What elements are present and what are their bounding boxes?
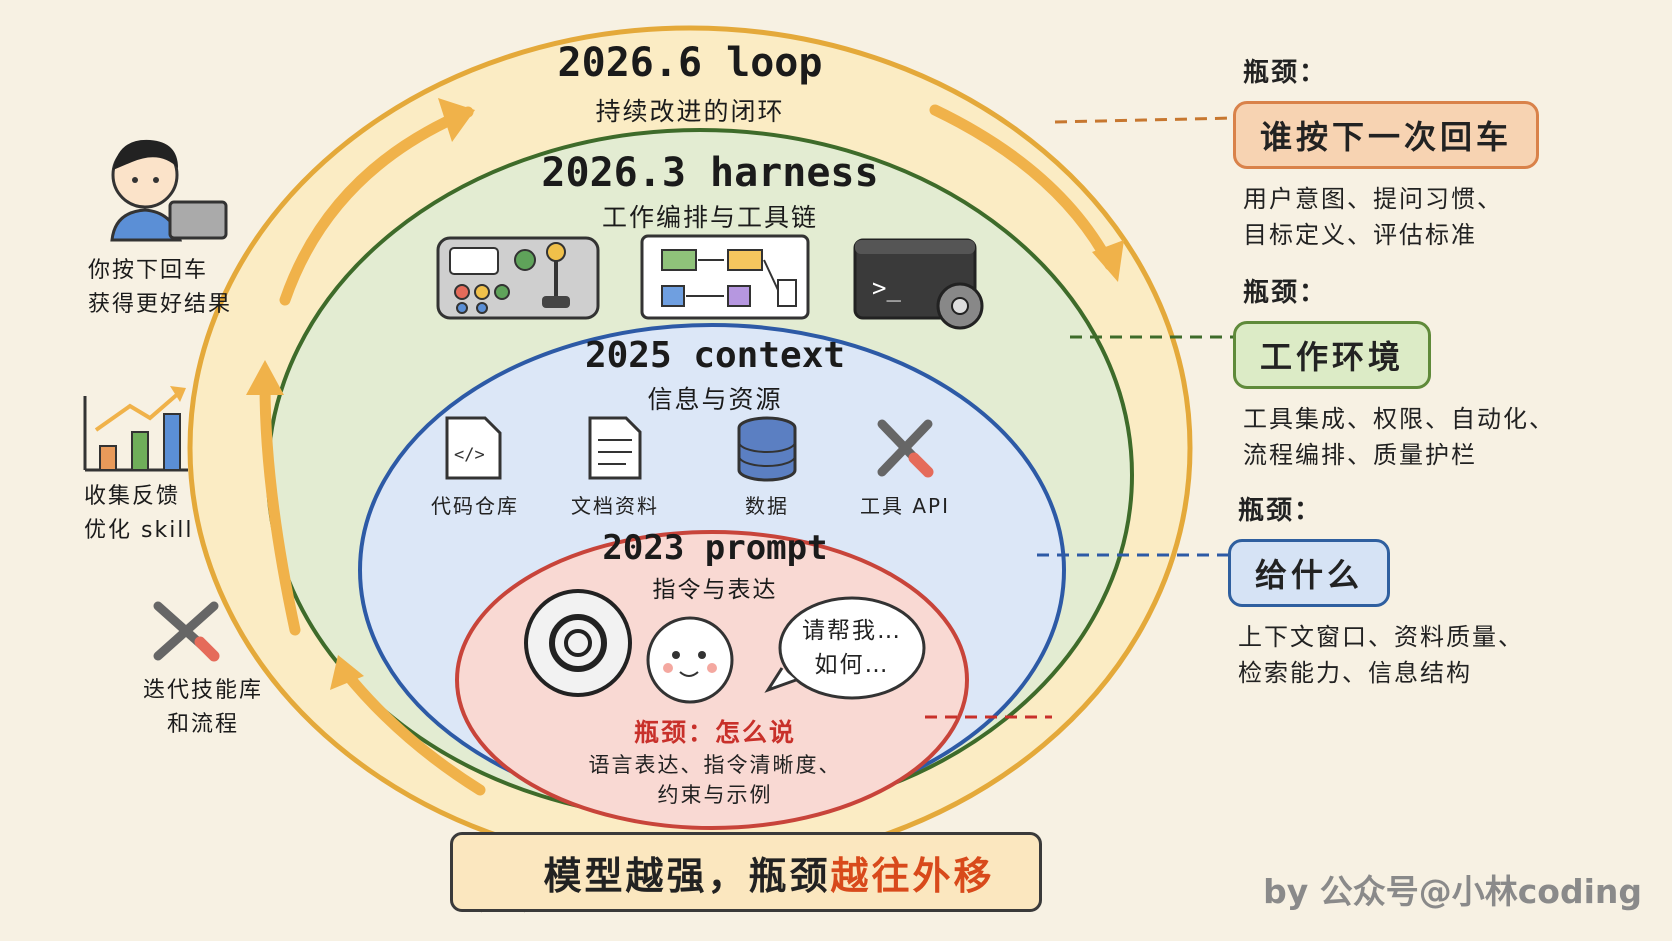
- tools-icon: [877, 419, 934, 478]
- loop-title: 2026.6 loop: [557, 40, 823, 86]
- tagline: 模型越强，瓶颈 越往外移: [450, 832, 1042, 912]
- bottleneck-harness-desc-2: 流程编排、质量护栏: [1243, 441, 1477, 469]
- workflow-icon: [640, 234, 810, 320]
- terminal-icon: >_: [853, 238, 984, 330]
- bottleneck-context: 瓶颈： 给什么 上下文窗口、资料质量、 检索能力、信息结构: [1228, 490, 1524, 691]
- svg-text:>_: >_: [872, 274, 901, 302]
- bottleneck-loop: 瓶颈： 谁按下一次回车 用户意图、提问习惯、 目标定义、评估标准: [1233, 52, 1540, 253]
- prompt-subtitle: 指令与表达: [652, 577, 778, 603]
- control-panel-icon: [436, 236, 600, 320]
- left-label-feedback-line-1: 收集反馈: [84, 484, 181, 509]
- bottleneck-harness-desc-1: 工具集成、权限、自动化、: [1243, 405, 1555, 433]
- left-label-enter-line-1: 你按下回车: [88, 258, 209, 283]
- openai-logo-icon: [524, 589, 632, 697]
- svg-text:</>: </>: [454, 445, 485, 465]
- tagline-highlight: 越往外移: [830, 853, 995, 898]
- bubble-line-2: 如何…: [814, 652, 890, 678]
- context-title: 2025 context: [584, 335, 846, 376]
- loop-arrow-bottom-left: [339, 666, 486, 796]
- loop-subtitle: 持续改进的闭环: [595, 97, 785, 126]
- growth-chart-icon: [83, 386, 188, 472]
- loop-arrow-top-left: [279, 106, 474, 306]
- left-label-feedback: 收集反馈 优化 skill: [84, 480, 194, 548]
- wrench-screwdriver-icon: [153, 601, 220, 662]
- speech-bubble-icon: [764, 596, 926, 700]
- left-label-iterate: 迭代技能库 和流程: [128, 674, 278, 742]
- context-subtitle: 信息与资源: [647, 385, 783, 414]
- context-item-data: 数据: [745, 494, 789, 518]
- prompt-title: 2023 prompt: [602, 528, 828, 568]
- prompt-desc-2: 约束与示例: [657, 783, 773, 807]
- database-icon: [737, 416, 797, 482]
- harness-subtitle: 工作编排与工具链: [601, 203, 818, 232]
- left-label-enter: 你按下回车 获得更好结果: [88, 254, 232, 322]
- left-label-enter-line-2: 获得更好结果: [88, 292, 233, 317]
- bottleneck-context-head: 瓶颈：: [1238, 496, 1323, 526]
- harness-title: 2026.3 harness: [541, 150, 879, 196]
- context-item-code: 代码仓库: [431, 494, 519, 518]
- left-label-feedback-line-2: 优化 skill: [84, 518, 194, 543]
- context-item-tools: 工具 API: [860, 494, 950, 518]
- watermark: by 公众号@小林coding: [1263, 872, 1642, 911]
- bottleneck-context-desc-1: 上下文窗口、资料质量、: [1238, 623, 1524, 651]
- bottleneck-context-desc-2: 检索能力、信息结构: [1238, 659, 1472, 687]
- bottleneck-harness: 瓶颈： 工作环境 工具集成、权限、自动化、 流程编排、质量护栏: [1233, 272, 1555, 473]
- bottleneck-loop-head: 瓶颈：: [1243, 58, 1328, 88]
- thinking-face-icon: [646, 616, 734, 704]
- left-label-iterate-line-2: 和流程: [166, 712, 239, 737]
- bottleneck-context-box: 给什么: [1228, 539, 1391, 607]
- loop-arrow-left: [259, 379, 301, 636]
- bottleneck-harness-head: 瓶颈：: [1243, 278, 1328, 308]
- left-label-iterate-line-1: 迭代技能库: [142, 678, 263, 703]
- bubble-line-1: 请帮我…: [802, 618, 902, 644]
- connector-loop: [1054, 116, 1236, 124]
- prompt-bottleneck: 瓶颈：怎么说: [633, 718, 796, 747]
- tagline-prefix: 模型越强，瓶颈: [543, 853, 831, 898]
- prompt-desc-1: 语言表达、指令清晰度、: [588, 753, 842, 777]
- context-item-docs: 文档资料: [571, 494, 659, 518]
- person-laptop-icon: [110, 139, 228, 242]
- bottleneck-harness-box: 工作环境: [1233, 321, 1432, 389]
- loop-arrow-top-right: [929, 104, 1116, 271]
- bottleneck-loop-box: 谁按下一次回车: [1233, 101, 1540, 169]
- code-file-icon: </>: [445, 416, 502, 480]
- document-icon: [588, 416, 642, 480]
- bottleneck-loop-desc-1: 用户意图、提问习惯、: [1243, 185, 1503, 213]
- bottleneck-loop-desc-2: 目标定义、评估标准: [1243, 221, 1477, 249]
